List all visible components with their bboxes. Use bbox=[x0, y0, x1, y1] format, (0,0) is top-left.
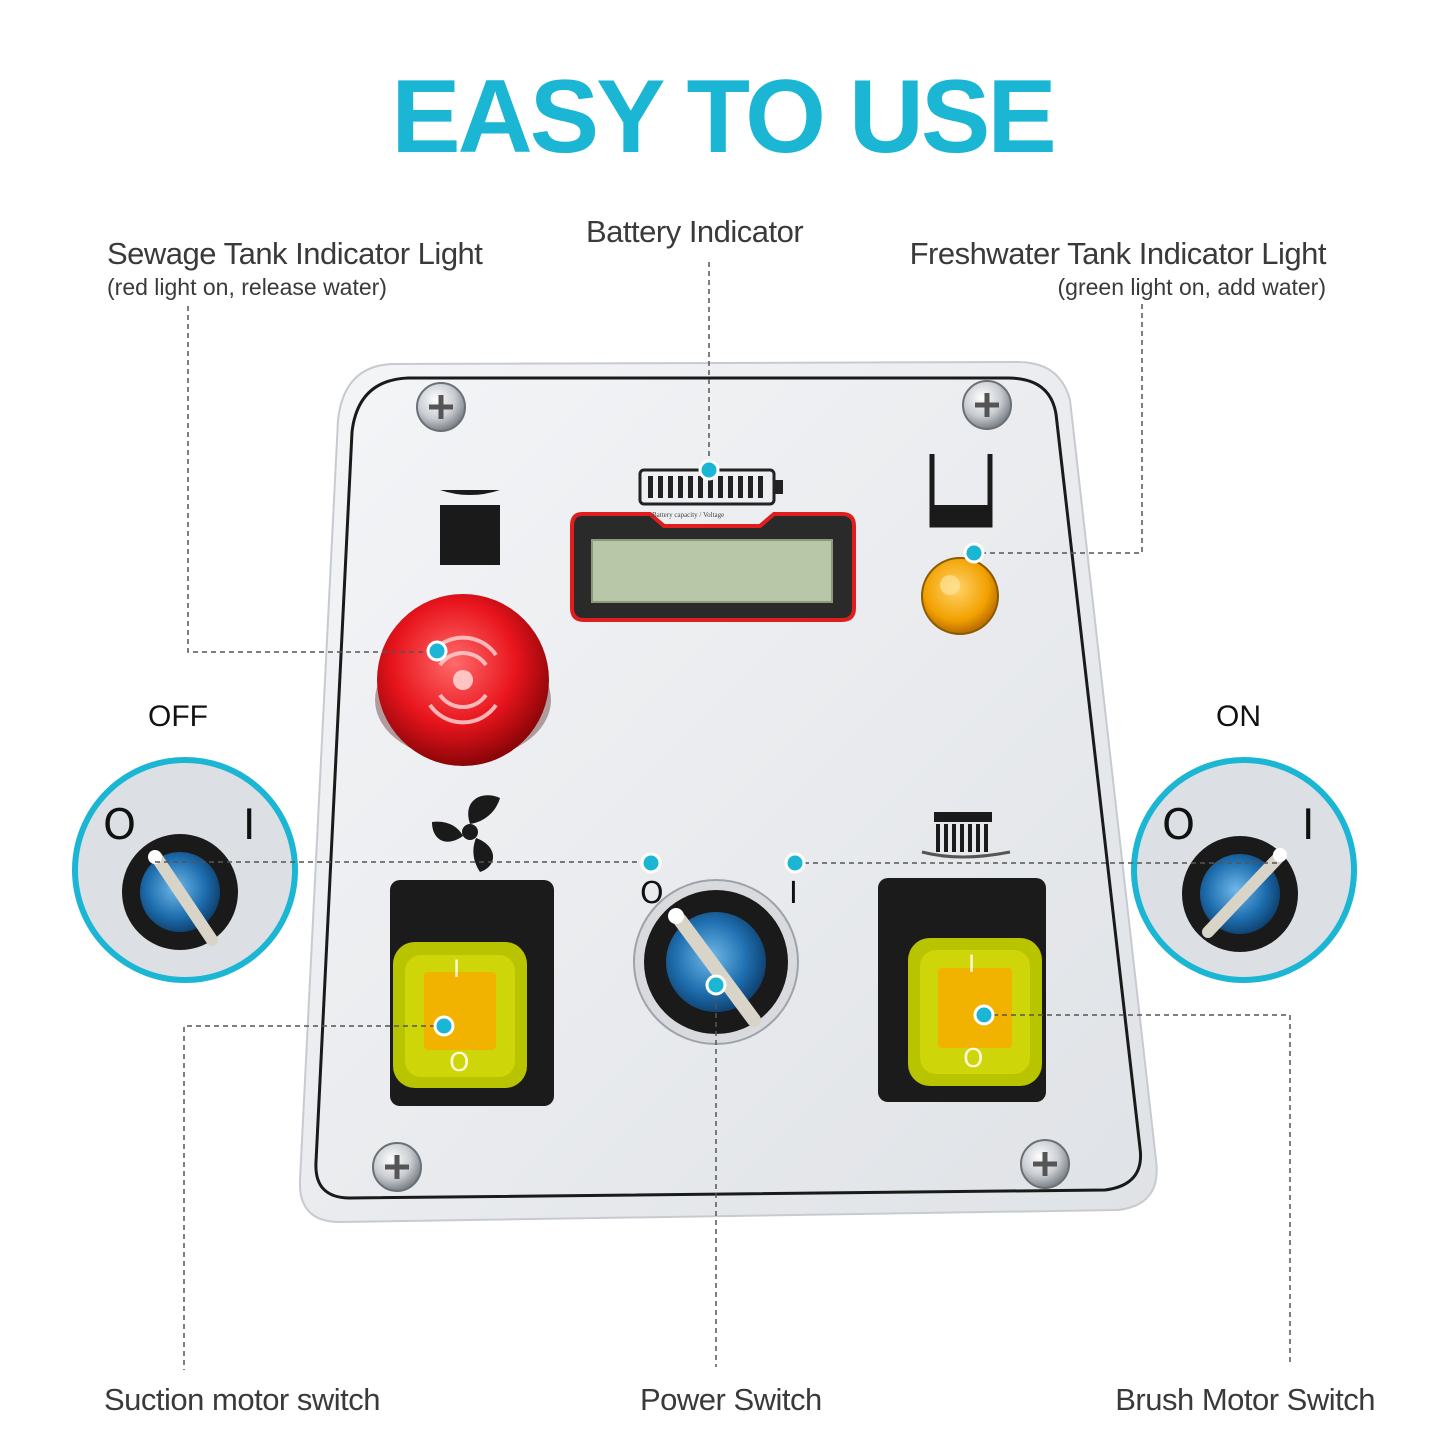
freshwater-indicator-label: Freshwater Tank Indicator Light bbox=[909, 236, 1327, 271]
lcd-caption: Battery capacity / Voltage bbox=[652, 511, 725, 519]
freshwater-tank-icon bbox=[929, 454, 993, 528]
off-zoom-zero-mark: O bbox=[103, 800, 137, 849]
battery-lcd bbox=[570, 512, 856, 622]
callout-dots bbox=[426, 459, 995, 1037]
sewage-indicator-label: Sewage Tank Indicator Light bbox=[107, 236, 483, 271]
on-zoom-one-mark: I bbox=[1302, 800, 1315, 849]
power-switch-knob bbox=[633, 879, 799, 1045]
brush-rocker-one-mark: I bbox=[968, 950, 976, 978]
power-one-mark: I bbox=[789, 876, 798, 911]
leader-lines bbox=[155, 262, 1291, 1370]
battery-indicator-label: Battery Indicator bbox=[586, 214, 804, 249]
on-state-label: ON bbox=[1216, 700, 1261, 733]
sewage-tank-icon bbox=[440, 490, 500, 565]
suction-motor-switch-label: Suction motor switch bbox=[104, 1382, 381, 1417]
off-zoom-one-mark: I bbox=[243, 800, 256, 849]
freshwater-indicator-light bbox=[921, 557, 999, 635]
fan-icon bbox=[432, 795, 500, 872]
power-switch-label: Power Switch bbox=[640, 1382, 822, 1417]
power-zero-mark: O bbox=[640, 876, 664, 911]
page-title: EASY TO USE bbox=[391, 59, 1057, 175]
suction-rocker-one-mark: I bbox=[453, 955, 461, 983]
suction-rocker-zero-mark: O bbox=[449, 1048, 470, 1078]
freshwater-indicator-note: (green light on, add water) bbox=[1057, 274, 1327, 300]
on-zoom-zero-mark: O bbox=[1162, 800, 1196, 849]
sewage-indicator-note: (red light on, release water) bbox=[107, 274, 387, 300]
screw-icon bbox=[372, 380, 1070, 1192]
on-state-zoom bbox=[1131, 757, 1357, 983]
brush-icon bbox=[921, 812, 1011, 859]
brush-motor-switch-label: Brush Motor Switch bbox=[1115, 1382, 1375, 1417]
off-state-zoom bbox=[72, 757, 298, 983]
off-state-label: OFF bbox=[148, 700, 208, 733]
suction-motor-rocker-switch bbox=[390, 880, 554, 1106]
brush-motor-rocker-switch bbox=[878, 878, 1046, 1102]
brush-rocker-zero-mark: O bbox=[963, 1044, 984, 1074]
sewage-indicator-light bbox=[375, 594, 551, 766]
